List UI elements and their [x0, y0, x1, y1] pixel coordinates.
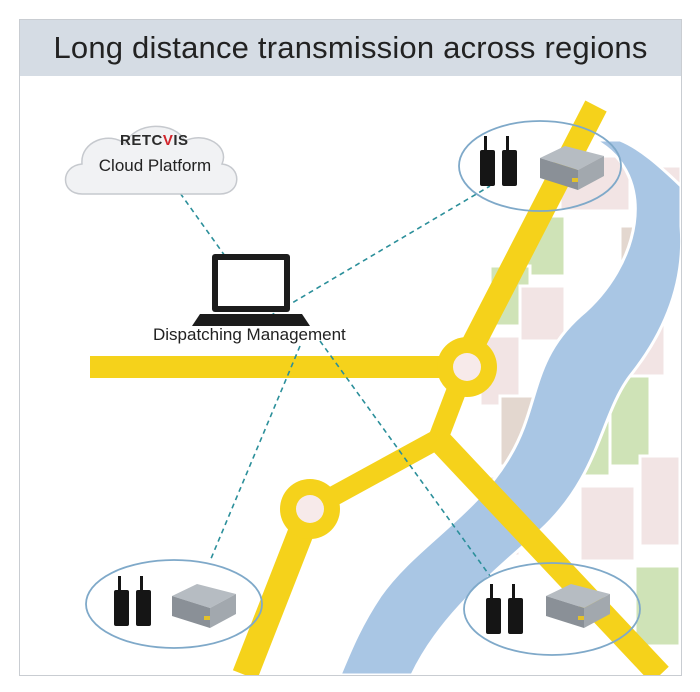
laptop-icon: [192, 254, 310, 326]
river: [338, 138, 681, 675]
repeater-icon: [172, 584, 236, 628]
cloud-platform-label: Cloud Platform: [98, 156, 212, 175]
walkie-talkie-icon: [114, 576, 129, 626]
repeater-icon: [546, 584, 610, 628]
link-dispatch-to-bottom-right-site: [319, 340, 491, 577]
site-bottom-right: [463, 562, 641, 656]
city-map: [90, 100, 681, 675]
link-cloud-to-dispatch: [174, 185, 226, 257]
diagram-canvas: [64, 100, 681, 675]
walkie-talkie-icon: [136, 576, 151, 626]
roundabouts: [280, 337, 497, 539]
walkie-talkie-icon: [502, 136, 517, 186]
walkie-talkie-icon: [486, 584, 501, 634]
link-dispatch-to-bottom-left-site: [209, 345, 301, 562]
link-dispatch-to-top-site: [269, 185, 491, 317]
site-bottom-left: [85, 559, 263, 649]
walkie-talkie-icon: [508, 584, 523, 634]
network-links: [174, 185, 491, 577]
cloud-icon: [64, 125, 238, 195]
diagram-frame: Long distance transmission across region…: [19, 19, 682, 676]
repeater-icon: [540, 146, 604, 190]
dispatching-management-label: Dispatching Management: [153, 325, 346, 344]
site-top-right: [458, 120, 622, 212]
retevis-logo: RETCVIS: [120, 132, 189, 149]
walkie-talkie-icon: [480, 136, 495, 186]
page-title: Long distance transmission across region…: [53, 30, 648, 65]
logo-text-mark: V: [162, 132, 174, 149]
logo-text-prefix: RETC: [120, 132, 163, 149]
logo-text-suffix: IS: [173, 132, 189, 149]
title-bar: Long distance transmission across region…: [20, 20, 681, 76]
